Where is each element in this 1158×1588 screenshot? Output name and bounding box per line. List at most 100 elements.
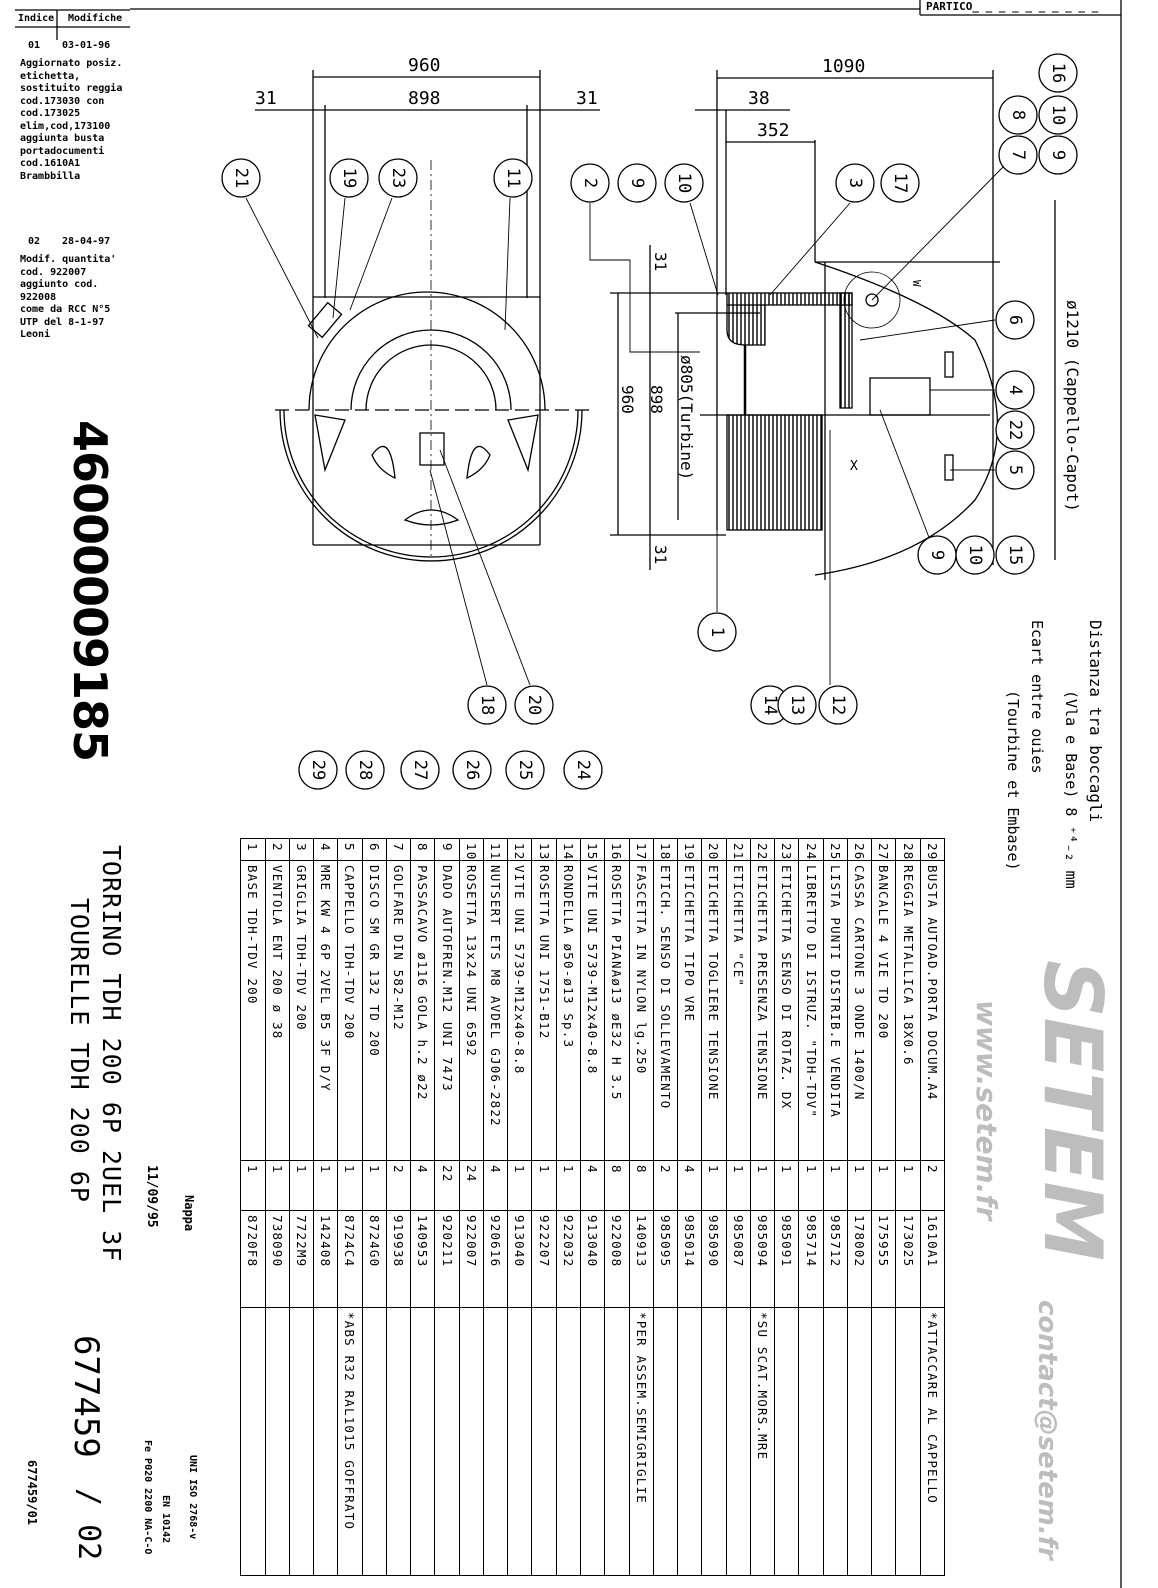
bom-desc: ETICHETTA TOGLIERE TENSIONE <box>701 860 727 1161</box>
material-spec: Fe P020 2200 NA-C-O <box>142 1440 153 1555</box>
item-balloon <box>221 158 261 198</box>
bom-desc: ETICHETTA PRESENZA TENSIONE <box>750 860 775 1161</box>
bom-desc: BANCALE 4 VIE TD 200 <box>871 860 896 1161</box>
revision-text: Aggiornato posiz.etichetta,sostituito re… <box>20 58 122 183</box>
bom-code: 920211 <box>434 1210 460 1308</box>
item-balloon-label: 3 <box>845 178 865 188</box>
bom-desc: VITE UNI 5739-M12x40-8.8 <box>507 860 532 1161</box>
bom-code: 985087 <box>726 1210 751 1308</box>
bom-desc: DISCO SM GR 132 TD 200 <box>362 860 387 1161</box>
item-balloon-label: 29 <box>308 760 328 780</box>
bom-code: 173025 <box>895 1210 921 1308</box>
item-balloon <box>298 750 338 790</box>
item-balloon-label: 19 <box>339 168 359 188</box>
bom-qty: 1 <box>798 1160 824 1211</box>
drawing-author: Nappa <box>182 1195 196 1232</box>
bom-desc: GOLFARE DIN 582-M12 <box>386 860 411 1161</box>
item-balloon-label: 25 <box>515 760 535 780</box>
bom-code: 8724C4 <box>337 1210 363 1308</box>
bom-note: *ABS R32 RAL1015 GOFFRATO <box>337 1307 363 1576</box>
bom-desc: ETICH. SENSO DI SOLLEVAMENTO <box>653 860 678 1161</box>
item-balloon <box>777 685 817 725</box>
item-balloon-label: 10 <box>965 545 985 565</box>
item-balloon <box>995 535 1035 575</box>
bom-note <box>823 1307 848 1576</box>
bom-desc: VITE UNI 5739-M12x40-8.8 <box>580 860 605 1161</box>
item-balloon-label: 11 <box>503 168 523 188</box>
bom-pos: 29 <box>920 838 945 861</box>
item-balloon-label: 4 <box>1005 385 1025 395</box>
item-balloon <box>505 750 545 790</box>
bom-pos: 10 <box>459 838 484 861</box>
dim-side-height: 960 <box>618 385 637 414</box>
bom-desc: VENTOLA ENT 200 ø 38 <box>265 860 290 1161</box>
note-distance-fr-sub: (Tourbine et Embase) <box>1004 690 1022 871</box>
bom-code: 985095 <box>653 1210 678 1308</box>
item-balloon <box>697 612 737 652</box>
dim-side-offset: 38 <box>748 88 770 109</box>
note-distance-it: Distanza tra boccagli <box>1086 620 1105 823</box>
bom-code: 922207 <box>531 1210 557 1308</box>
bom-desc: NUTSERT ETS M8 AVDEL GJ06-2822 <box>483 860 508 1161</box>
bom-pos: 11 <box>483 838 508 861</box>
bom-desc: ROSETTA PIANAø13 øE32 H 3.5 <box>604 860 630 1161</box>
revision-line: Aggiornato posiz. <box>20 58 123 69</box>
revision-line: cod.173025 <box>20 108 81 119</box>
bom-code: 919938 <box>386 1210 411 1308</box>
bom-code: 985714 <box>798 1210 824 1308</box>
bom-note <box>507 1307 532 1576</box>
bom-desc: PASSACAVO ø116 GOLA h.2 ø22 <box>410 860 435 1161</box>
bom-pos: 25 <box>823 838 848 861</box>
bom-note <box>774 1307 799 1576</box>
bom-qty: 8 <box>604 1160 630 1211</box>
bom-qty: 2 <box>386 1160 411 1211</box>
item-balloon <box>493 158 533 198</box>
bom-qty: 4 <box>580 1160 605 1211</box>
bom-qty: 1 <box>895 1160 921 1211</box>
revision-line: aggiunta busta <box>20 133 105 144</box>
bom-note <box>265 1307 290 1576</box>
bom-desc: BUSTA AUTOAD.PORTA DOCUM.A4 <box>920 860 945 1161</box>
item-balloon-label: 5 <box>1005 465 1025 475</box>
bom-qty: 1 <box>774 1160 799 1211</box>
bom-qty: 1 <box>750 1160 775 1211</box>
sheet-number: / 02 <box>71 1488 106 1561</box>
revision-line: portadocumenti <box>20 145 105 157</box>
bom-pos: 13 <box>531 838 557 861</box>
bom-code: 922032 <box>556 1210 581 1308</box>
revision-index: 02 <box>28 236 41 247</box>
drawing-number: 677459 <box>66 1335 106 1458</box>
item-balloon <box>664 163 704 203</box>
part-number: 46000009185 <box>63 420 117 762</box>
bom-desc: CAPPELLO TDH-TDV 200 <box>337 860 363 1161</box>
item-balloon-label: 23 <box>388 168 408 188</box>
bom-note: *ATTACCARE AL CAPPELLO <box>920 1307 945 1576</box>
dim-side-bottom: 31 <box>651 545 670 565</box>
item-balloon <box>995 450 1035 490</box>
item-balloon <box>1038 95 1078 135</box>
bom-note <box>386 1307 411 1576</box>
bom-note <box>313 1307 338 1576</box>
bom-pos: 16 <box>604 838 630 861</box>
item-balloon <box>995 410 1035 450</box>
bom-code: 738090 <box>265 1210 290 1308</box>
item-balloon-label: 7 <box>1008 150 1028 160</box>
bom-note <box>798 1307 824 1576</box>
bom-qty: 1 <box>726 1160 751 1211</box>
item-balloon <box>998 135 1038 175</box>
bom-desc: ROSETTA 13x24 UNI 6592 <box>459 860 484 1161</box>
bom-note <box>459 1307 484 1576</box>
